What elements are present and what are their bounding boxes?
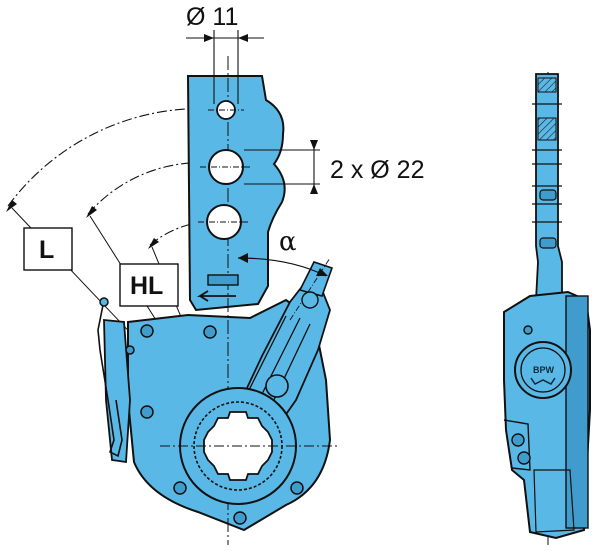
pin-boss-1 — [265, 374, 289, 398]
pin-boss-2 — [301, 291, 319, 309]
rivet — [523, 325, 533, 335]
dim-arrow — [204, 34, 214, 42]
arc-arrow-l — [6, 200, 17, 212]
lever-slot — [207, 274, 239, 286]
anchor-tab-centerline — [289, 257, 331, 321]
dim-holes-large-label: 2 x Ø 22 — [330, 156, 425, 184]
spring-clip — [97, 299, 123, 458]
arc-arrow-mid — [86, 206, 97, 218]
rivet — [511, 433, 525, 447]
lever-holes — [198, 100, 252, 240]
front-view: α Ø 11 2 x Ø 22 L HL — [6, 3, 425, 545]
angle-label: α — [279, 227, 297, 257]
rivet — [140, 324, 154, 338]
side-lower-detail — [533, 469, 575, 533]
dim-arrow — [238, 34, 248, 42]
side-view: BPW — [503, 72, 591, 545]
side-step — [503, 419, 531, 471]
side-logo-ring — [520, 347, 566, 393]
rivet — [173, 481, 187, 495]
rivet — [517, 451, 531, 465]
side-slot — [539, 237, 557, 249]
rivet — [233, 511, 247, 525]
logo-text: BPW — [533, 365, 555, 375]
side-hatch-top — [537, 77, 557, 93]
label-box-hl — [119, 263, 179, 307]
label-box-l — [23, 227, 73, 271]
direction-arrow — [196, 290, 236, 302]
side-flange — [565, 295, 589, 529]
side-bracket — [103, 319, 131, 464]
rivets — [125, 324, 304, 525]
rivet — [140, 405, 154, 419]
side-slot — [539, 189, 557, 201]
dim-hole-small — [186, 30, 264, 104]
rivet — [290, 481, 304, 495]
angle-arrow-left — [238, 253, 248, 263]
side-rivets — [511, 325, 533, 465]
control-arm-slot-2 — [257, 317, 301, 403]
angle-arrow-right — [316, 268, 328, 276]
rivet — [125, 345, 135, 355]
lever-arm — [186, 75, 286, 312]
label-lever-length: L — [39, 236, 54, 264]
dim-arrow — [310, 184, 318, 194]
dim-arrow — [310, 140, 318, 150]
side-lever-notches — [532, 103, 562, 223]
arc-arrow-hl — [148, 238, 159, 249]
side-hatch-mid — [537, 117, 557, 141]
logo-crown — [530, 377, 556, 385]
label-hole-lever-length: HL — [130, 272, 163, 300]
side-lever — [535, 73, 563, 301]
dim-hole-small-label: Ø 11 — [186, 3, 238, 31]
clip-pin-top — [99, 297, 109, 307]
rivet — [203, 325, 217, 339]
control-arm-slot-1 — [243, 315, 287, 401]
